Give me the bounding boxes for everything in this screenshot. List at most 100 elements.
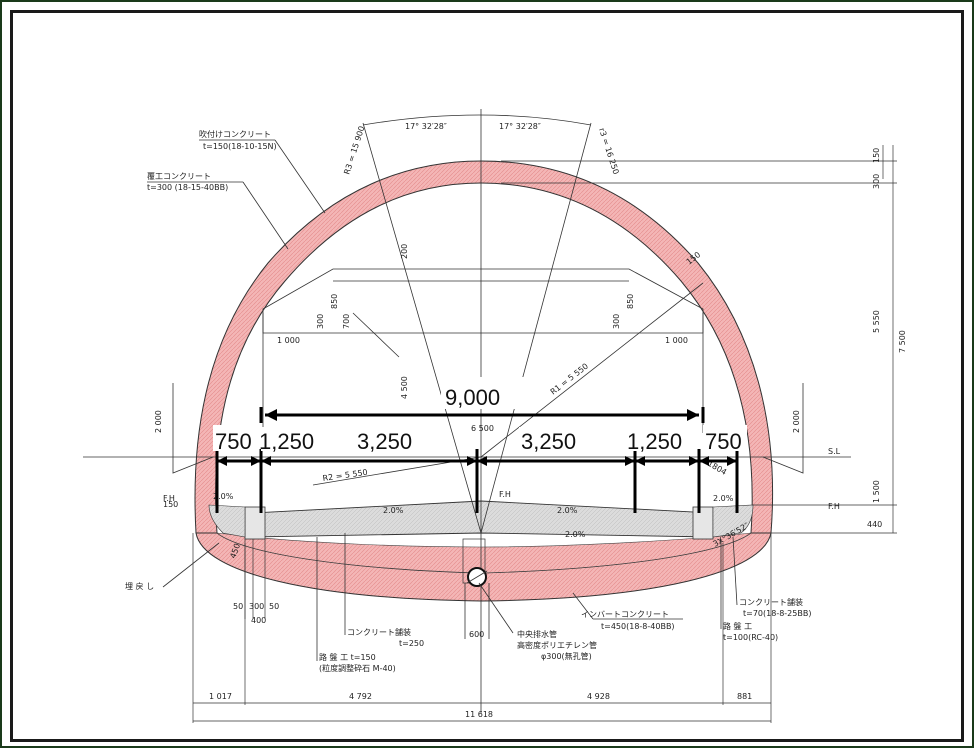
overlay-bg-3250-left [355,427,417,451]
pavement-left-label: コンクリート舗装 [347,627,411,637]
dim-150b: 150 [163,500,178,509]
dim-300c: 300 [249,602,264,611]
angle-left: 17° 32′28″ [405,122,447,131]
pavement-right-spec: t=70(18-8-25BB) [743,609,811,618]
right-ditch [692,506,714,540]
lining-spec: t=300 (18-15-40BB) [147,183,228,192]
dim-1500: 1 500 [872,480,881,503]
dim-300d: 300 [872,174,881,189]
lining-leader [242,181,289,250]
lining-label: 覆工コンクリート [147,172,211,181]
invert-leader [572,592,594,620]
overlay-arrowhead [251,456,261,466]
overlay-arrowhead [217,456,227,466]
overlay-bg-1250-right [627,427,689,451]
dim-4792: 4 792 [349,692,372,701]
road-pavement [252,500,714,538]
dim-50b: 50 [269,602,279,611]
overlay-bg-3250-right [519,427,581,451]
pavement-left-spec: t=250 [399,639,424,648]
overlay-1250-left: 1,250 [259,429,314,454]
overlay-arrowhead [625,456,635,466]
overlay-3250-left: 3,250 [357,429,412,454]
backfill-label: 埋 戻 し [125,581,154,591]
shotcrete-label: 吹付けコンクリート [199,129,271,139]
overlay-arrowhead [261,456,271,466]
invert-spec: t=450(18-8-40BB) [601,622,675,631]
angle-arc [362,114,592,126]
overlay-total-arrowhead-right [687,409,699,421]
leader-line [352,312,400,358]
clearance-limit [262,268,704,334]
invert-fill [215,532,753,574]
dim-300a: 300 [316,314,325,329]
slope-2: 2.0% [557,506,578,515]
overlay-arrowhead [635,456,645,466]
shotcrete-spec: t=150(18-10-15N) [203,142,277,151]
lining-concrete [194,160,774,534]
dim-150c: 150 [872,148,881,163]
radius-line-right [480,122,592,534]
dim-11618: 11 618 [465,710,493,719]
slope-3: 2.0% [565,530,586,539]
overlay-total-arrowhead-left [265,409,277,421]
radius-r3-right: r3 = 16 250 [597,127,620,176]
slope-1: 2.0% [383,506,404,515]
overlay-3250-right: 3,250 [521,429,576,454]
right-sidewalk [712,504,754,538]
overlay-arrowhead [727,456,737,466]
overlay-750-right: 750 [705,429,742,454]
roadbed-right-spec: t=100(RC-40) [723,633,778,642]
dim-850-left: 850 [330,294,339,309]
backfill-leader [162,542,220,588]
right-bracket [762,383,804,474]
dim-200: 200 [400,244,409,259]
overlay-total-bg [441,377,525,409]
drain-pipe-slash [466,570,488,584]
overlay-total-width: 9,000 [445,385,500,410]
drain-spec: φ300(無孔管) [541,651,592,661]
dim-5550: 5 550 [872,310,881,333]
dim-400: 400 [251,616,266,625]
dim-4500: 4 500 [400,376,409,399]
fh-left: F.H [163,494,175,503]
overlay-bg-1250-left [261,427,323,451]
pavement-right-leader [732,536,738,606]
dim-440: 440 [867,520,882,529]
radius-r1: R1 = 5 550 [549,362,590,397]
dim-600: 600 [469,630,484,639]
radius-r3: R3 = 15 900 [342,125,366,176]
drain-label: 中央排水管 [517,629,557,639]
overlay-arrowhead [699,456,709,466]
shotcrete-leader [274,139,326,214]
drain-leader [478,582,514,634]
dim-1017: 1 017 [209,692,232,701]
roadbed-right-label: 路 盤 工 [723,621,752,631]
dim-850-right: 850 [626,294,635,309]
dim-4928: 4 928 [587,692,610,701]
sl-label: S.L [828,447,841,456]
overlay-750-left: 750 [215,429,252,454]
dim-300b: 300 [612,314,621,329]
overlay-arrowhead [689,456,699,466]
radius-line-r1 [480,282,704,458]
overlay-arrowhead [477,456,487,466]
left-bracket [172,383,214,474]
dim-50a: 50 [233,602,243,611]
radius-r2: R2 = 5 550 [322,468,368,483]
dim-1000-right: 1 000 [665,336,688,345]
roadbed-left-label: 路 盤 工 t=150 [319,652,376,662]
slope-4: 2.0% [213,492,234,501]
overlay-1250-right: 1,250 [627,429,682,454]
tunnel-cross-section: S.L 17° 32′28″ 17° 32′28″ R3 = 15 900 r3… [83,109,907,723]
radius-line-left [362,122,482,534]
fh-right: F.H [828,502,840,511]
invert-label: インバートコンクリート [581,610,669,619]
dim-2000-left: 2 000 [154,410,163,433]
slope-5: 2.0% [713,494,734,503]
angle-right: 17° 32′28″ [499,122,541,131]
overlay-arrowhead [467,456,477,466]
roadbed-left-spec: (粒度調整砕石 M-40) [319,663,396,673]
overlay-bg-750-right [703,425,747,451]
